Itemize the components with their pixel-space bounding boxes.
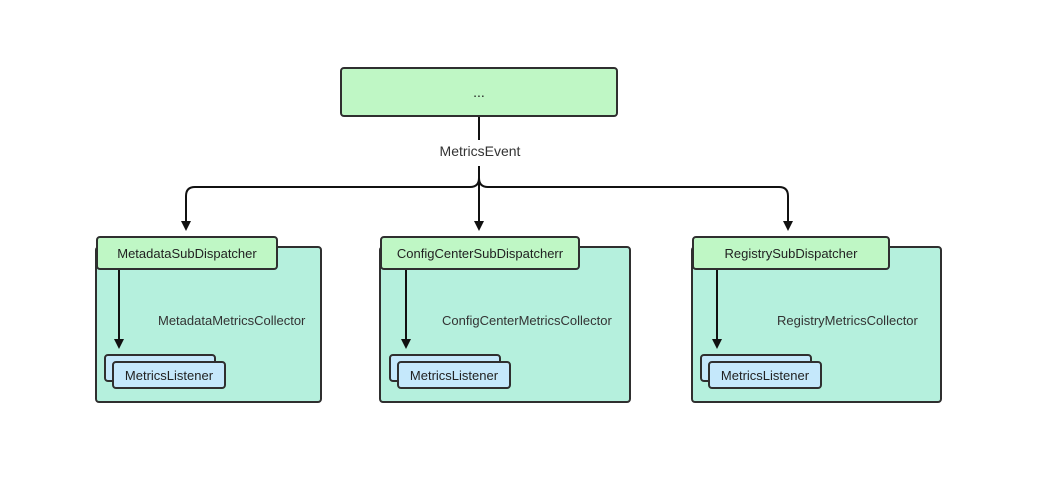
registry-dispatcher-box[interactable]: RegistrySubDispatcher [692, 236, 890, 270]
registry-collector-label: RegistryMetricsCollector [777, 313, 918, 328]
metadata-listener-box[interactable]: MetricsListener [112, 361, 226, 389]
configcenter-collector-label: ConfigCenterMetricsCollector [442, 313, 612, 328]
configcenter-listener-box[interactable]: MetricsListener [397, 361, 511, 389]
edge-to-metadata-dispatcher [181, 177, 480, 231]
root-node[interactable]: ... [340, 67, 618, 117]
metadata-dispatcher-box[interactable]: MetadataSubDispatcher [96, 236, 278, 270]
registry-listener-box[interactable]: MetricsListener [708, 361, 822, 389]
metadata-collector-label: MetadataMetricsCollector [158, 313, 306, 328]
metrics-event-label: MetricsEvent [400, 143, 560, 159]
edge-to-registry-dispatcher [478, 177, 793, 231]
configcenter-dispatcher-box[interactable]: ConfigCenterSubDispatcherr [380, 236, 580, 270]
